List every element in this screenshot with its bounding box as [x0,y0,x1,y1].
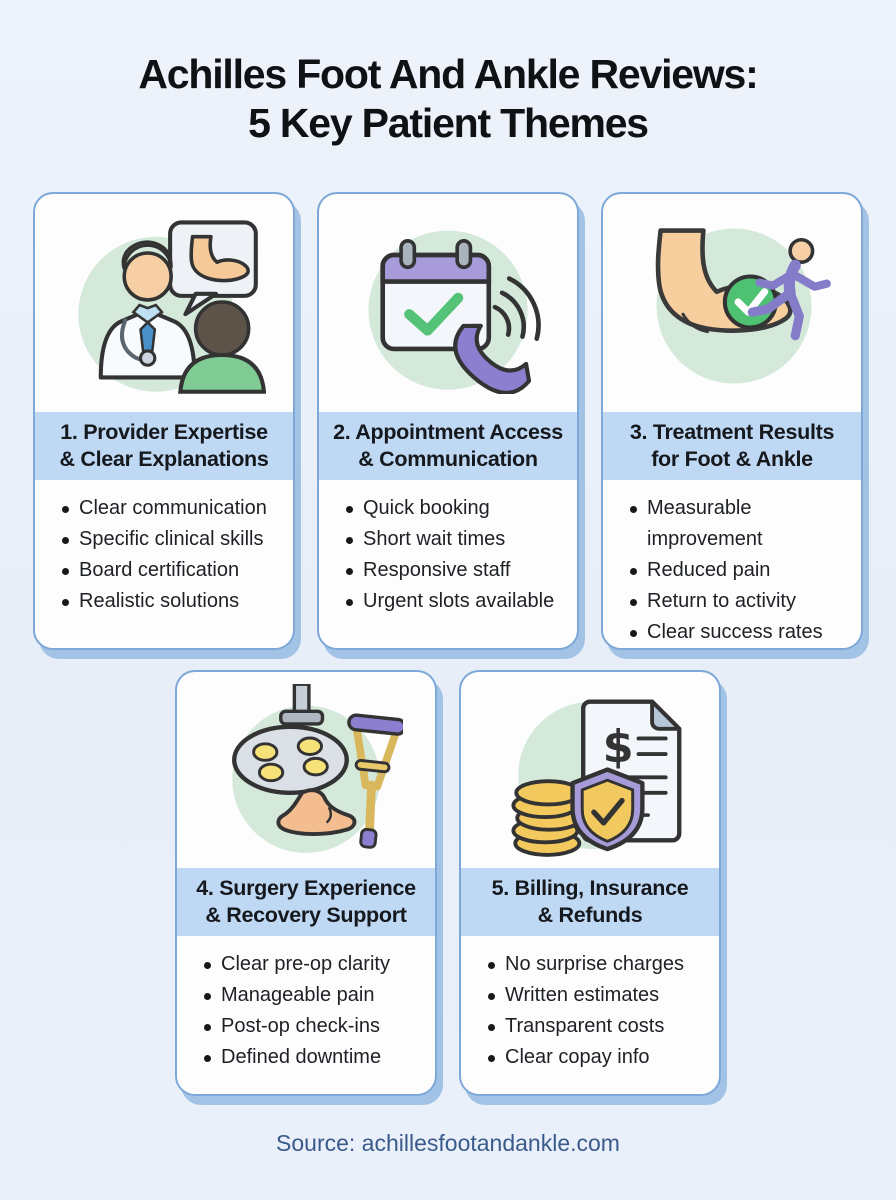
page-title-line-1: Achilles Foot And Ankle Reviews: [138,51,758,97]
bullet-item: Reduced pain [630,555,855,586]
bullet-item: Return to activity [630,586,855,617]
bullet-item: Specific clinical skills [62,524,287,555]
card-3-icon-area [603,194,861,412]
bullet-item: Short wait times [346,524,571,555]
bullet-item: No surprise charges [488,949,713,980]
card-2-heading-line-1: 2. Appointment Access [333,420,563,444]
card-5-heading-line-2: & Refunds [537,903,643,927]
card-provider-expertise: 1. Provider Expertise & Clear Explanatio… [33,192,295,650]
card-2-bullet-list: Quick booking Short wait times Responsiv… [319,480,577,617]
card-4-heading-line-1: 4. Surgery Experience [196,876,416,900]
bullet-item: Post-op check-ins [204,1011,429,1042]
source-attribution: Source: achillesfootandankle.com [276,1130,620,1156]
card-3-header-band: 3. Treatment Results for Foot & Ankle [603,412,861,480]
bullet-item: Urgent slots available [346,586,571,617]
card-4-heading-line-2: & Recovery Support [205,903,407,927]
card-surgery-experience: 4. Surgery Experience & Recovery Support… [175,670,437,1096]
card-2-heading: 2. Appointment Access & Communication [323,419,573,473]
dollar-sign-glyph: $ [603,720,634,772]
doctor-patient-consult-icon [78,220,266,394]
bullet-item: Defined downtime [204,1042,429,1073]
card-2-header-band: 2. Appointment Access & Communication [319,412,577,480]
card-5-header-band: 5. Billing, Insurance & Refunds [461,868,719,936]
bullet-item: Clear success rates [630,617,855,648]
bullet-item: Board certification [62,555,287,586]
card-1-header-band: 1. Provider Expertise & Clear Explanatio… [35,412,293,480]
card-row-bottom: 4. Surgery Experience & Recovery Support… [0,670,896,1096]
bullet-item: Clear copay info [488,1042,713,1073]
billing-shield-document-icon: $ [511,698,682,857]
card-2-heading-line-2: & Communication [358,447,538,471]
card-2-icon-area [319,194,577,412]
card-1-icon-area [35,194,293,412]
bullet-item: Written estimates [488,980,713,1011]
card-5-bullet-list: No surprise charges Written estimates Tr… [461,936,719,1073]
card-4-bullet-list: Clear pre-op clarity Manageable pain Pos… [177,936,435,1073]
card-5-heading: 5. Billing, Insurance & Refunds [465,875,715,929]
card-1-heading: 1. Provider Expertise & Clear Explanatio… [39,419,289,473]
card-4-heading: 4. Surgery Experience & Recovery Support [181,875,431,929]
bullet-item: Quick booking [346,493,571,524]
calendar-phone-icon [368,230,541,394]
card-billing-insurance: $ 5. Billing, Insurance & R [459,670,721,1096]
card-appointment-access: 2. Appointment Access & Communication Qu… [317,192,579,650]
bullet-item: Clear communication [62,493,287,524]
card-row-top: 1. Provider Expertise & Clear Explanatio… [0,192,896,650]
page-title: Achilles Foot And Ankle Reviews: 5 Key P… [0,0,896,148]
card-4-icon-area [177,672,435,868]
card-5-heading-line-1: 5. Billing, Insurance [491,876,689,900]
card-3-heading-line-1: 3. Treatment Results [629,420,835,444]
card-1-heading-line-2: & Clear Explanations [59,447,269,471]
card-1-heading-line-1: 1. Provider Expertise [60,420,268,444]
bullet-item: Manageable pain [204,980,429,1011]
bullet-item: Responsive staff [346,555,571,586]
card-1-bullet-list: Clear communication Specific clinical sk… [35,480,293,617]
card-3-heading: 3. Treatment Results for Foot & Ankle [607,419,857,473]
card-treatment-results: 3. Treatment Results for Foot & Ankle Me… [601,192,863,650]
page-title-line-2: 5 Key Patient Themes [248,100,649,146]
foot-check-runner-icon [655,228,831,384]
bullet-item: Realistic solutions [62,586,287,617]
bullet-item: Clear pre-op clarity [204,949,429,980]
card-5-icon-area: $ [461,672,719,868]
card-3-heading-line-2: for Foot & Ankle [651,447,813,471]
bullet-item: Measurable improvement [630,493,855,555]
surgery-lamp-crutch-icon [232,683,403,853]
card-3-bullet-list: Measurable improvement Reduced pain Retu… [603,480,861,648]
bullet-item: Transparent costs [488,1011,713,1042]
card-4-header-band: 4. Surgery Experience & Recovery Support [177,868,435,936]
